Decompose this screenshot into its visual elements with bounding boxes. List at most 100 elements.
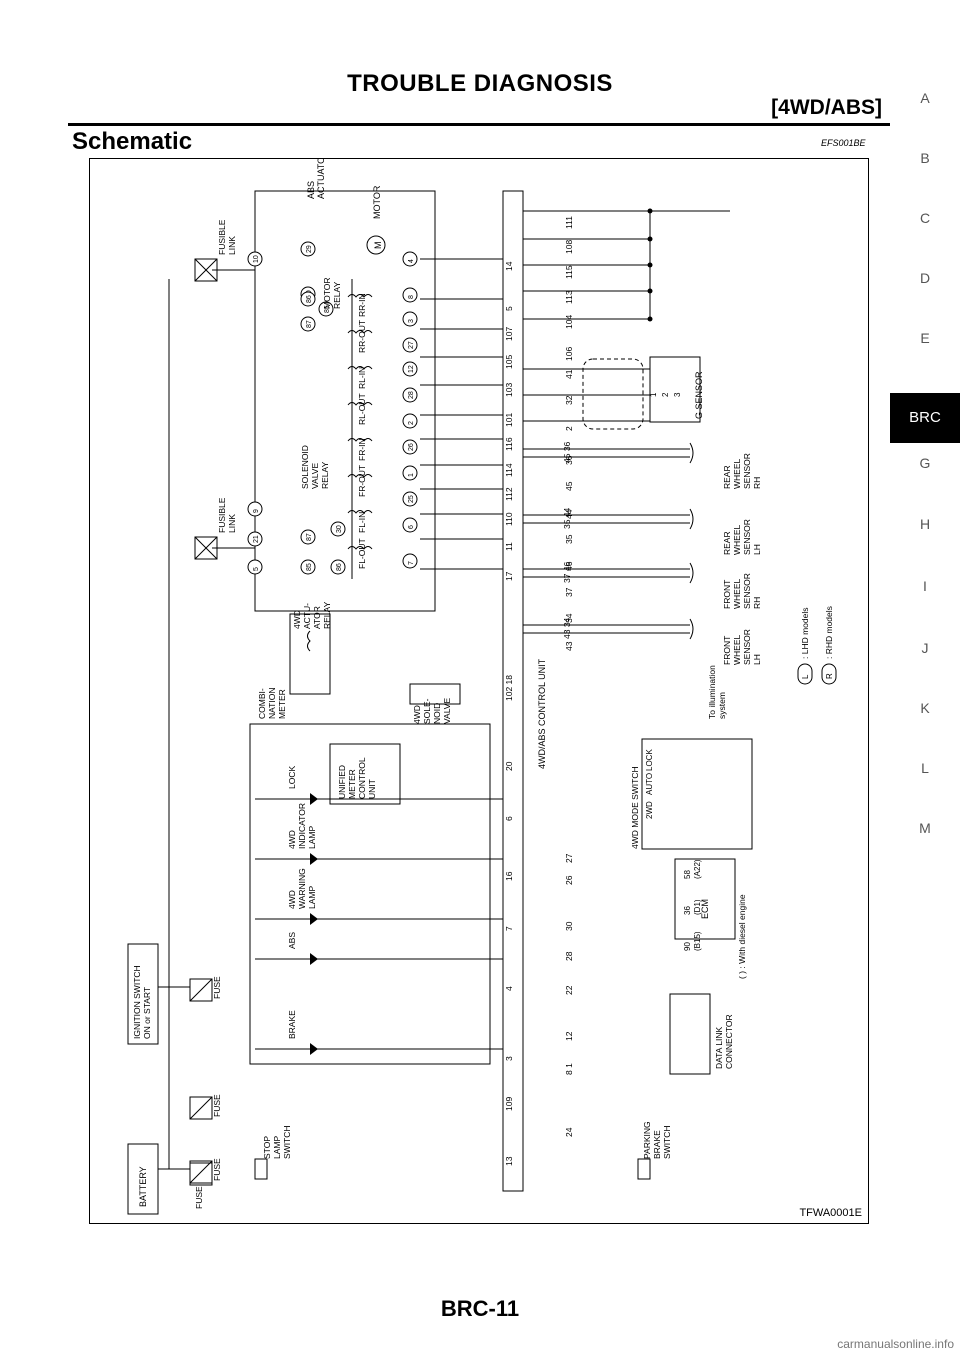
- wheel-sensor-pins: 43 34: [562, 617, 572, 639]
- unit-pin-top: 110: [504, 512, 514, 526]
- actuator-pin: [318, 301, 334, 317]
- actuator-pin: [300, 291, 316, 307]
- actuator-pin: [402, 413, 418, 429]
- combination-meter-box: [249, 723, 491, 1065]
- wheel-sensor-label: FRONTWHEELSENSORRH: [722, 573, 762, 609]
- mode-switch-box: [641, 738, 753, 850]
- lamp-diode: [310, 913, 318, 925]
- wheel-sensor-coil: [689, 562, 694, 584]
- actuator-pin: [247, 531, 263, 547]
- stop-lamp-switch: [254, 1158, 268, 1180]
- side-tab-l[interactable]: L: [921, 760, 929, 776]
- solenoid-label: FL-IN: [357, 512, 367, 533]
- abs-actuator-box: [254, 190, 436, 612]
- fuse-box-bottom: [189, 1162, 213, 1186]
- side-tab-b[interactable]: B: [920, 150, 930, 166]
- solenoid-label: FR-OUT: [357, 465, 367, 497]
- actuator-pin: [402, 553, 418, 569]
- figure-code: TFWA0001E: [799, 1207, 862, 1219]
- data-link-box: [669, 993, 711, 1075]
- actuator-pin-label: 25: [408, 495, 415, 503]
- unit-pin-top: 7: [504, 926, 514, 931]
- g-sensor-pin: 1: [649, 392, 658, 397]
- actuator-pin-label: 87: [306, 533, 313, 541]
- fuse-box: [189, 978, 213, 1002]
- actuator-pin: [330, 559, 346, 575]
- unit-pin-top: 13: [504, 1156, 514, 1166]
- unit-pin-top: 16: [504, 871, 514, 881]
- side-tab-a[interactable]: A: [920, 90, 930, 106]
- unit-pin-top: 4: [504, 986, 514, 991]
- legend-text: : RHD models: [824, 606, 834, 659]
- actuator-relay-box: [289, 613, 331, 695]
- page-header-subtitle: [4WD/ABS]: [771, 96, 882, 119]
- actuator-pin: [402, 439, 418, 455]
- actuator-pin-label: 2: [408, 421, 415, 425]
- side-tab-m[interactable]: M: [919, 820, 931, 836]
- ecm-note: ( ) : With diesel engine: [737, 894, 747, 979]
- actuator-pin-label: 85: [324, 305, 331, 313]
- page-number: BRC-11: [440, 1296, 520, 1321]
- unified-meter-box: [329, 743, 401, 805]
- side-tab-g[interactable]: G: [919, 455, 931, 471]
- side-tab-brc[interactable]: BRC: [890, 393, 960, 443]
- solenoid-label: RR-IN: [357, 293, 367, 317]
- actuator-pin-label: 10: [253, 255, 260, 263]
- mode-switch-position: AUTO: [645, 773, 654, 795]
- actuator-pin: [300, 316, 316, 332]
- combination-meter-label: COMBI-NATIONMETER: [257, 688, 287, 719]
- actuator-pin: [247, 251, 263, 267]
- unit-pin-top: 5: [504, 306, 514, 311]
- side-tab-d[interactable]: D: [919, 270, 931, 286]
- stop-lamp-label: STOPLAMPSWITCH: [262, 1125, 292, 1159]
- motor-m: M: [373, 242, 383, 250]
- side-tab-i[interactable]: I: [923, 578, 927, 594]
- unit-pin-top: 103: [504, 383, 514, 397]
- fuse-label: FUSE: [212, 1094, 222, 1117]
- actuator-pin: [402, 517, 418, 533]
- fuse-box: [189, 1096, 213, 1120]
- unit-pin-top: 102 18: [504, 675, 514, 701]
- battery-box: [127, 1143, 159, 1215]
- unit-pin-top: 114: [504, 463, 514, 477]
- unit-pin-bottom: 22: [564, 985, 574, 995]
- solenoid-label: RL-OUT: [357, 393, 367, 425]
- unit-pin-bottom: 46: [564, 561, 574, 571]
- unit-pin-bottom: 27: [564, 853, 574, 863]
- g-sensor-pin: 2: [661, 392, 670, 397]
- ecm-box: [674, 858, 736, 940]
- fusible-link-label: FUSIBLELINK: [217, 219, 237, 255]
- unit-pin-top: 105: [504, 355, 514, 369]
- wheel-sensor-pins: 37 46: [562, 561, 572, 583]
- mode-switch-position: LOCK: [645, 749, 654, 771]
- fusible-link-label: FUSIBLELINK: [217, 497, 237, 533]
- motor-relay-label: MOTORRELAY: [322, 278, 342, 309]
- control-unit-box: [502, 190, 524, 1192]
- section-title: Schematic: [72, 128, 193, 155]
- side-tab-h[interactable]: H: [919, 516, 931, 532]
- side-tab-e[interactable]: E: [920, 330, 930, 346]
- actuator-pin: [247, 559, 263, 575]
- control-unit-label: 4WD/ABS CONTROL UNIT: [537, 658, 547, 769]
- actuator-pin: [402, 361, 418, 377]
- lamp-diode: [310, 793, 318, 805]
- actuator-pin-label: 28: [408, 391, 415, 399]
- wheel-sensor-coil: [689, 618, 694, 640]
- parking-brake-switch: [637, 1158, 651, 1180]
- side-tab-k[interactable]: K: [920, 700, 930, 716]
- unit-pin-top: 112: [504, 487, 514, 501]
- abs-actuator-label: ABSACTUATOR: [306, 159, 326, 199]
- fusible-link-x: [194, 258, 218, 282]
- unit-pin-top: 6: [504, 816, 514, 821]
- side-tab-j[interactable]: J: [921, 640, 929, 656]
- actuator-pin-label: 1: [408, 473, 415, 477]
- data-link-label: DATA LINKCONNECTOR: [714, 1014, 734, 1069]
- actuator-pin-label: 29: [306, 245, 313, 253]
- legend-key: R: [825, 673, 834, 679]
- unit-pin-bottom: 36: [564, 455, 574, 465]
- solenoid-label: FL-OUT: [357, 538, 367, 569]
- fusible-link-x: [194, 536, 218, 560]
- solenoid-label: RL-IN: [357, 367, 367, 389]
- side-tab-c[interactable]: C: [919, 210, 931, 226]
- wheel-sensor-pins: 35 44: [562, 507, 572, 529]
